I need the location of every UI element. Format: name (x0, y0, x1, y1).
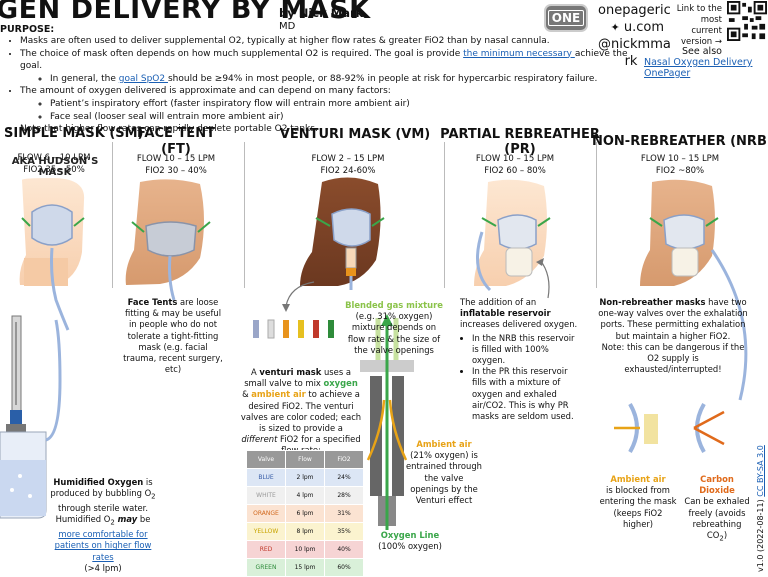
venturi-note: A venturi mask uses a small valve to mix… (240, 367, 362, 455)
venturi-mask-head (300, 177, 385, 290)
author-credential: MD (279, 21, 296, 32)
partial-rebreather-title: PARTIAL REBREATHER (PR) (440, 127, 600, 157)
minimum-necessary-link[interactable]: the minimum necessary (463, 48, 575, 59)
nrb-valve-diagram (614, 402, 725, 454)
goal-spo2-link[interactable]: goal SpO2 (118, 73, 168, 84)
table-cell-valve: WHITE (246, 486, 286, 505)
table-cell-flow: 4 lpm (285, 486, 325, 505)
page-title: GEN DELIVERY BY MASK (0, 0, 371, 25)
table-cell-valve: YELLOW (246, 522, 286, 541)
venturi-device-diagram (360, 314, 414, 530)
column-divider (444, 142, 445, 288)
site-line: ✦ u.com (610, 20, 665, 35)
simple-mask-aka: AKA HUDSON’S MASK (11, 156, 99, 178)
non-rebreather-head (640, 179, 748, 401)
simple-mask-title: SIMPLE MASK (SM) (4, 126, 144, 141)
site-info[interactable]: onepageric ✦ u.com @nickmma rk (598, 2, 671, 70)
ambient-air-note: Ambient air(21% oxygen) is entrained thr… (406, 439, 482, 506)
one-logo-button[interactable]: ONE (544, 4, 588, 32)
simple-mask-head (19, 178, 85, 331)
comfort-link[interactable]: more comfortable for patients on higher … (54, 529, 152, 562)
site-line: onepageric (598, 3, 671, 18)
venturi-valves (253, 319, 334, 339)
bullet: The choice of mask often depends on how … (20, 48, 642, 86)
site-line: rk (624, 54, 638, 69)
table-cell-fio2: 60% (324, 558, 364, 577)
table-header: Valve (246, 450, 286, 469)
table-cell-fio2: 24% (324, 468, 364, 487)
table-cell-valve: ORANGE (246, 504, 286, 523)
table-cell-flow: 10 lpm (285, 540, 325, 559)
see-also: See also Nasal Oxygen Delivery OnePager (644, 46, 764, 79)
blended-gas-note: Blended gas mixture(e.g. 31% oxygen) mix… (345, 300, 443, 355)
face-tent-title: FACE TENT (FT) (137, 126, 215, 157)
version-label: v1.0 (2022-08-11) CC BY-SA 3.0 (756, 445, 765, 572)
purpose-label: PURPOSE: (0, 24, 55, 35)
bullet: Masks are often used to deliver suppleme… (20, 35, 642, 48)
venturi-mask-title: VENTURI MASK (VM) (279, 127, 431, 142)
oxygen-line-note: Oxygen Line(100% oxygen) (378, 530, 442, 552)
table-cell-valve: BLUE (246, 468, 286, 487)
table-cell-fio2: 31% (324, 504, 364, 523)
nrb-note: Non-rebreather masks have two one-way va… (598, 297, 748, 375)
table-cell-fio2: 35% (324, 522, 364, 541)
table-cell-flow: 8 lpm (285, 522, 325, 541)
table-cell-fio2: 28% (324, 486, 364, 505)
table-cell-valve: GREEN (246, 558, 286, 577)
table-cell-flow: 6 lpm (285, 504, 325, 523)
face-tent-note: Face Tents are loose fitting & may be us… (123, 297, 223, 375)
bullet: In general, the goal SpO2 should be ≥94%… (50, 73, 642, 86)
partial-rebreather-head (474, 179, 551, 292)
see-also-link[interactable]: Nasal Oxygen Delivery OnePager (644, 57, 753, 79)
bullet: Note that higher flow rates can rapidly … (20, 123, 642, 136)
bullet: Patient’s inspiratory effort (faster ins… (50, 98, 642, 111)
reservoir-note: The addition of an inflatable reservoir … (460, 297, 580, 422)
column-divider (596, 142, 597, 288)
face-tent-head (125, 179, 211, 301)
qr-code-icon[interactable] (727, 1, 767, 41)
twitter-icon: ✦ (610, 21, 620, 34)
bullet: The amount of oxygen delivered is approx… (20, 85, 642, 123)
table-cell-flow: 2 lpm (285, 468, 325, 487)
bullet: In the PR this reservoir fills with a mi… (472, 366, 580, 422)
table-cell-flow: 15 lpm (285, 558, 325, 577)
table-header: Flow (285, 450, 325, 469)
see-also-label: See also (682, 46, 722, 57)
bullet: Face seal (looser seal will entrain more… (50, 111, 642, 124)
link-note: Link to the most current version → (676, 4, 722, 47)
one-label: ONE (547, 10, 585, 26)
column-divider (244, 142, 245, 288)
humidifier-device (0, 315, 62, 519)
bullet: In the NRB this reservoir is filled with… (472, 333, 580, 367)
non-rebreather-title: NON-REBREATHER (NRB) (592, 134, 768, 149)
table-header: FiO2 (324, 450, 364, 469)
column-divider (112, 142, 113, 288)
humidified-oxygen-note: Humidified Oxygen is produced by bubblin… (50, 477, 156, 573)
table-cell-fio2: 40% (324, 540, 364, 559)
purpose-bullets: Masks are often used to deliver suppleme… (6, 35, 642, 136)
author-byline: by Nick Mark (279, 6, 364, 20)
table-cell-valve: RED (246, 540, 286, 559)
site-line: @nickmma (598, 37, 671, 52)
license-link[interactable]: CC BY-SA 3.0 (756, 445, 765, 497)
